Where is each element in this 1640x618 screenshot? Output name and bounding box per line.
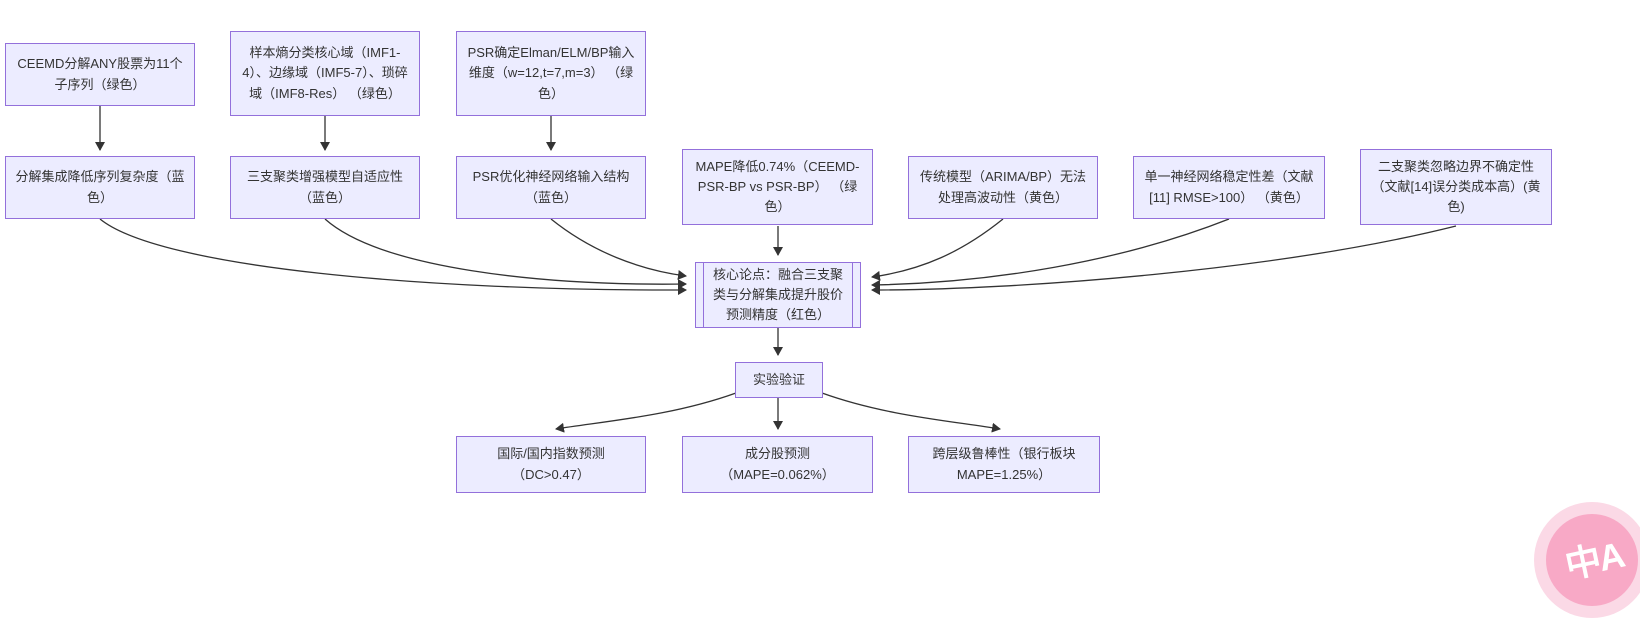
node-experiment-validation: 实验验证 — [735, 362, 823, 398]
node-psr-input-dimension: PSR确定Elman/ELM/BP输入维度（w=12,t=7,m=3） （绿色） — [456, 31, 646, 116]
node-psr-optimize: PSR优化神经网络输入结构（蓝色） — [456, 156, 646, 219]
node-single-nn-instability: 单一神经网络稳定性差（文献[11] RMSE>100） （黄色） — [1133, 156, 1325, 219]
node-three-way-clustering: 三支聚类增强模型自适应性（蓝色） — [230, 156, 420, 219]
translate-icon-glyph: 中A — [1561, 533, 1627, 587]
node-constituent-stock-prediction: 成分股预测（MAPE=0.062%） — [682, 436, 873, 493]
node-decomposition-ensemble: 分解集成降低序列复杂度（蓝色） — [5, 156, 195, 219]
node-sample-entropy: 样本熵分类核心域（IMF1-4）、边缘域（IMF5-7）、琐碎域（IMF8-Re… — [230, 31, 420, 116]
mermaid-flowchart-page: { "colors": { "node_fill": "#ECECFF", "n… — [5, 31, 1640, 618]
translate-icon: 中A — [1546, 514, 1638, 606]
node-ceemd-decompose: CEEMD分解ANY股票为11个子序列（绿色） — [5, 43, 195, 106]
core-thesis-label: 核心论点：融合三支聚类与分解集成提升股价预测精度（红色） — [712, 266, 843, 323]
subroutine-left-border — [703, 263, 704, 327]
node-two-way-clustering-limit: 二支聚类忽略边界不确定性（文献[14]误分类成本高）(黄色) — [1360, 149, 1552, 225]
node-mape-reduction: MAPE降低0.74%（CEEMD-PSR-BP vs PSR-BP） （绿色） — [682, 149, 873, 225]
node-traditional-model-limit: 传统模型（ARIMA/BP）无法处理高波动性（黄色） — [908, 156, 1098, 219]
node-index-prediction: 国际/国内指数预测（DC>0.47） — [456, 436, 646, 493]
node-core-thesis: 核心论点：融合三支聚类与分解集成提升股价预测精度（红色） — [695, 262, 861, 328]
node-cross-level-robustness: 跨层级鲁棒性（银行板块 MAPE=1.25%） — [908, 436, 1100, 493]
subroutine-right-border — [852, 263, 853, 327]
translate-badge-button[interactable]: 中A — [1534, 502, 1640, 618]
flow-arrows — [95, 106, 1457, 433]
